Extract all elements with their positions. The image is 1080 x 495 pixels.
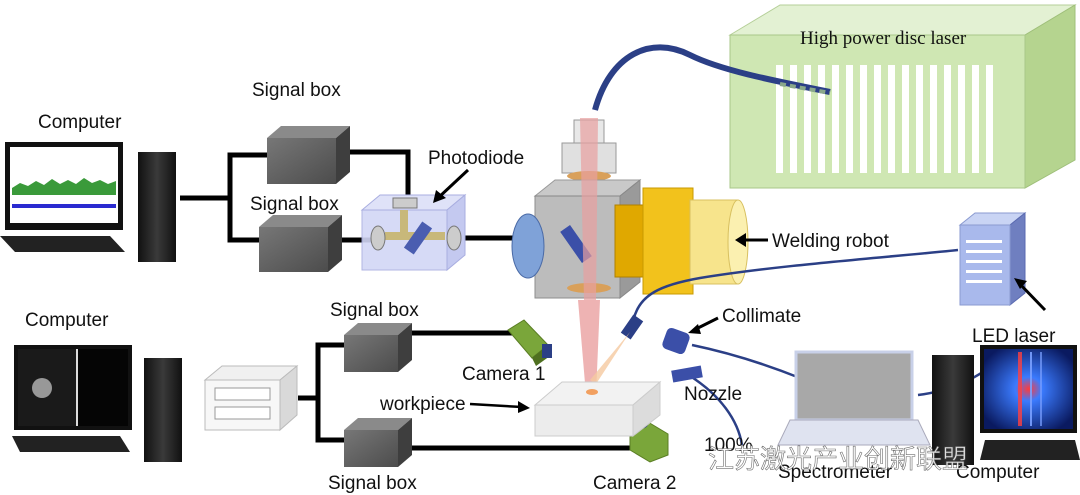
partial-text: 100%: [704, 435, 753, 456]
workpiece: workpiece: [379, 380, 662, 438]
signal-box-1-label: Signal box: [252, 80, 341, 101]
disc-laser: High power disc laser: [728, 4, 1077, 189]
laser-beam: [580, 118, 598, 300]
camera-1: Camera 1: [462, 319, 552, 385]
keyboard-icon: [0, 236, 125, 252]
photodiode: Photodiode: [360, 148, 524, 272]
computer-right-label: Computer: [956, 462, 1040, 483]
welding-robot: Welding robot: [614, 187, 890, 295]
computer-top: Computer: [0, 112, 176, 262]
spectrometer: Spectrometer: [777, 350, 931, 483]
keyboard-icon: [12, 436, 130, 452]
collimate-label: Collimate: [722, 306, 801, 327]
keyboard-icon: [980, 440, 1080, 460]
frame-grabber: [203, 364, 299, 432]
nozzle: Nozzle: [671, 365, 742, 405]
led-laser-label: LED laser: [972, 326, 1056, 347]
led-fiber: [632, 248, 959, 319]
tower-pc-icon: [138, 152, 176, 262]
computer-bottom: Computer: [12, 310, 182, 462]
signal-box-2-label: Signal box: [250, 194, 339, 215]
collimate: Collimate: [662, 306, 801, 355]
tower-pc-icon: [144, 358, 182, 462]
signal-box-4: Signal box: [328, 418, 417, 494]
nozzle-label: Nozzle: [684, 384, 742, 405]
camera-1-label: Camera 1: [462, 364, 545, 385]
wire-top-left: [180, 152, 268, 243]
computer-bottom-label: Computer: [25, 310, 109, 331]
laser-beam-lower: [578, 300, 600, 395]
signal-box-1: Signal box: [252, 80, 350, 184]
signal-box-3: Signal box: [330, 300, 419, 372]
photodiode-label: Photodiode: [428, 148, 524, 169]
workpiece-label: workpiece: [379, 394, 466, 415]
camera-2-label: Camera 2: [593, 473, 676, 494]
arrow-icon: [436, 168, 470, 200]
led-laser: LED laser: [958, 211, 1056, 347]
laser-label: High power disc laser: [800, 28, 967, 49]
wire-bottom-left: [298, 342, 345, 443]
watermark: 江苏激光产业创新联盟: [708, 445, 968, 475]
laser-stripes: [776, 65, 993, 173]
computer-top-label: Computer: [38, 112, 122, 133]
signal-box-2: Signal box: [250, 194, 342, 272]
fiber-cable: [592, 44, 831, 111]
camera-2: Camera 2: [593, 419, 676, 494]
spectrometer-label: Spectrometer: [778, 462, 893, 483]
signal-box-4-label: Signal box: [328, 473, 417, 494]
welding-robot-label: Welding robot: [772, 231, 890, 252]
tower-pc-icon: [932, 355, 974, 465]
computer-right: Computer: [932, 345, 1080, 483]
signal-box-3-label: Signal box: [330, 300, 419, 321]
